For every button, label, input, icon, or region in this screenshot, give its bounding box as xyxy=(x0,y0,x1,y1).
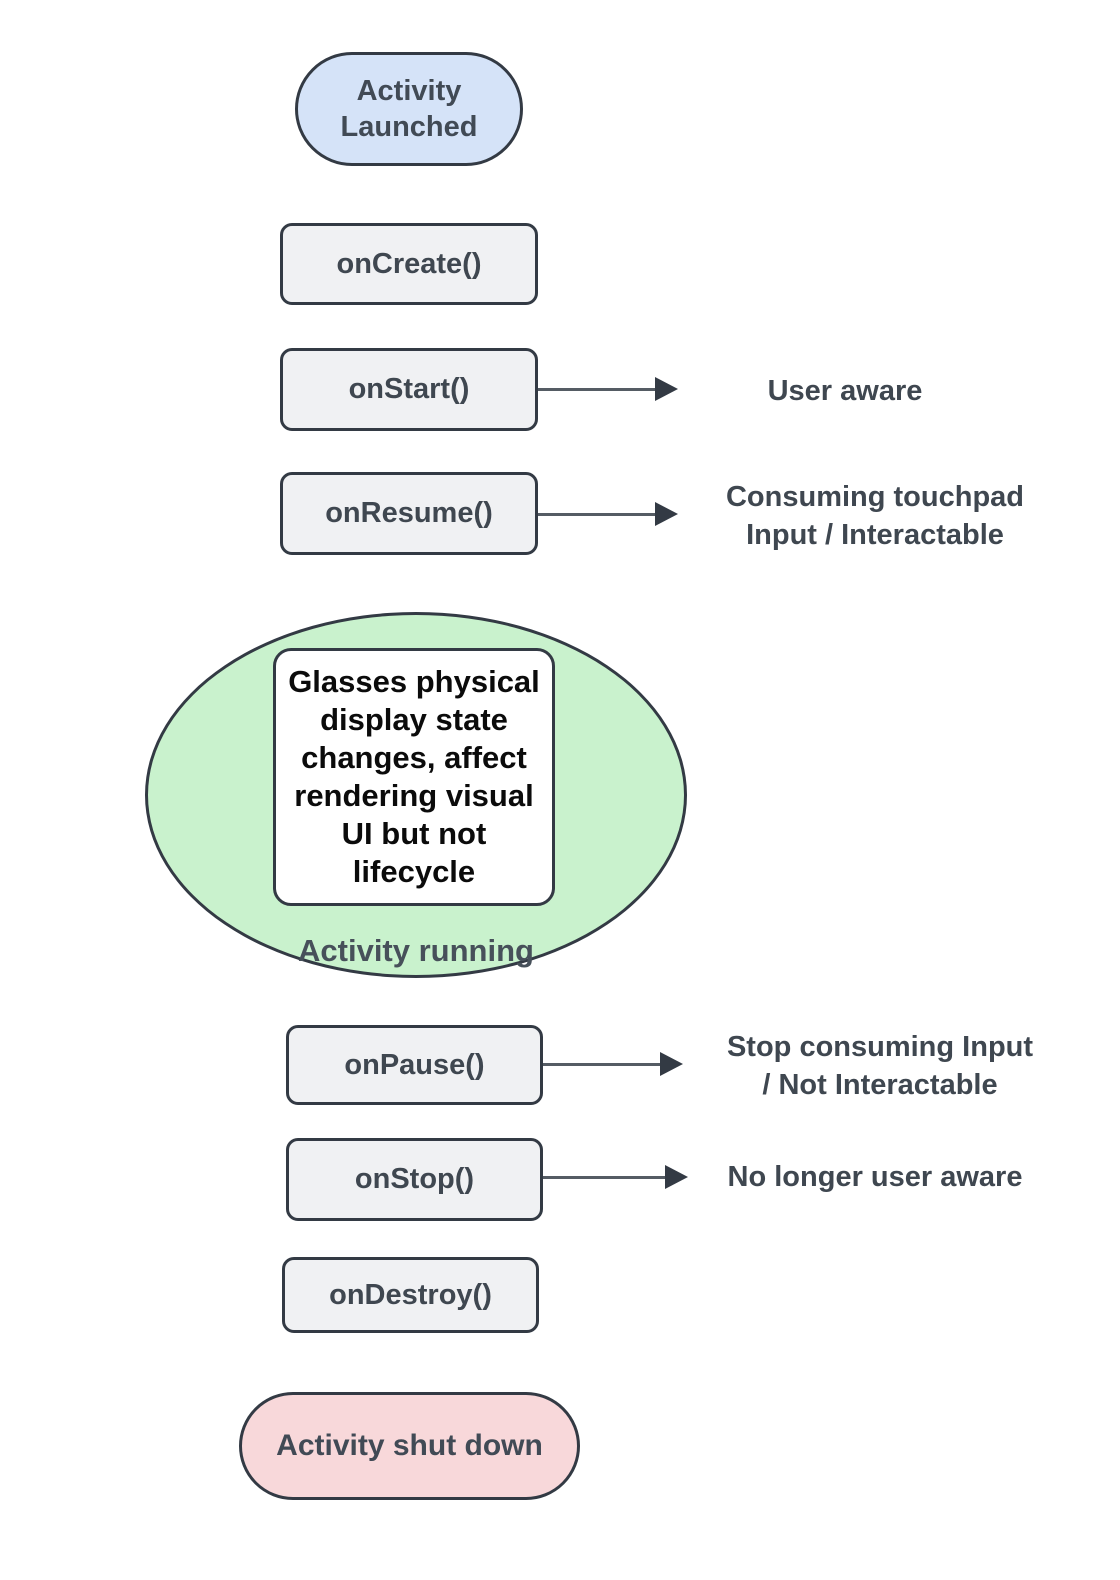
node-activity-launched: Activity Launched xyxy=(295,52,523,166)
annotation-stop-consuming: Stop consuming Input / Not Interactable xyxy=(726,1031,1034,1101)
label-activity-running: Activity running xyxy=(298,933,534,968)
node-activity-shut-down: Activity shut down xyxy=(239,1392,580,1500)
annotation-no-longer-user-aware: No longer user aware xyxy=(727,1161,1023,1193)
annotation-consuming-touchpad: Consuming touchpad Input / Interactable xyxy=(725,481,1025,551)
node-onresume: onResume() xyxy=(280,472,538,555)
node-onpause: onPause() xyxy=(286,1025,543,1105)
annotation-user-aware: User aware xyxy=(767,375,923,407)
node-onstop: onStop() xyxy=(286,1138,543,1221)
node-ondestroy: onDestroy() xyxy=(282,1257,539,1333)
note-glasses-display-state: Glasses physical display state changes, … xyxy=(273,648,555,906)
node-oncreate: onCreate() xyxy=(280,223,538,305)
node-onstart: onStart() xyxy=(280,348,538,431)
